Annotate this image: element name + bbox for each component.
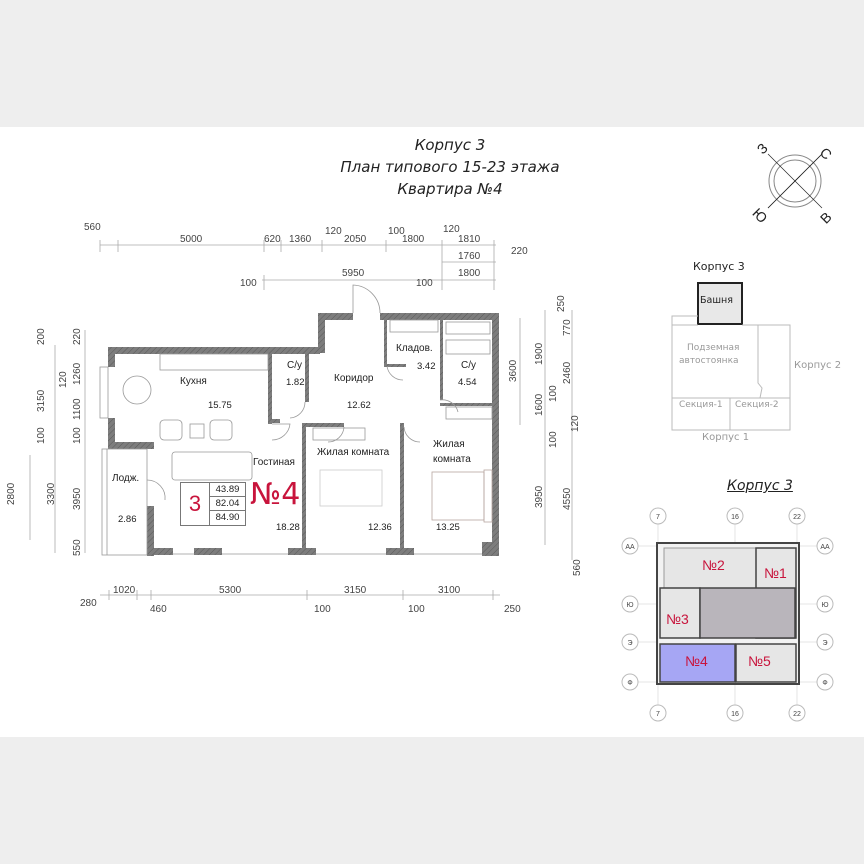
dim-top: 1800: [458, 268, 481, 279]
section2-label: Секция-2: [735, 400, 779, 410]
dim-top: 620: [264, 234, 281, 245]
room-corridor-label: Коридор: [334, 373, 374, 384]
room-bath-label: С/у: [461, 360, 476, 371]
dim-bottom: 280: [80, 598, 97, 609]
dim-bottom: 3150: [344, 585, 367, 596]
room-bedroom1-area: 12.36: [368, 522, 392, 533]
dim-top: 100: [240, 278, 257, 289]
svg-text:АА: АА: [820, 544, 830, 551]
dim-bottom: 460: [150, 604, 167, 615]
dim-top: 1810: [458, 234, 481, 245]
svg-text:7: 7: [656, 711, 660, 718]
room-living-label: Гостиная: [253, 457, 295, 468]
building2-label: Корпус 2: [794, 360, 842, 371]
svg-text:Ю: Ю: [821, 602, 828, 609]
parking-label-2: автостоянка: [679, 356, 739, 366]
title-apartment: Квартира №4: [397, 180, 503, 198]
svg-text:Э: Э: [822, 640, 827, 647]
room-loggia-area: 2.86: [118, 514, 137, 525]
building1-label: Корпус 1: [702, 432, 750, 443]
floor-key-title: Корпус 3: [727, 478, 793, 494]
apartment-number: №4: [250, 477, 301, 512]
svg-text:Ф: Ф: [627, 680, 632, 687]
parking-label-1: Подземная: [687, 343, 740, 353]
room-storage-area: 3.42: [417, 361, 436, 372]
title-plan: План типового 15-23 этажа: [340, 158, 560, 176]
room-loggia-label: Лодж.: [112, 473, 140, 484]
dim-top: 1760: [458, 251, 481, 262]
dim-bottom: 1020: [113, 585, 136, 596]
summary-box: 3 43.89 82.04 84.90: [180, 482, 246, 526]
svg-text:16: 16: [731, 711, 739, 718]
dim-top: 100: [416, 278, 433, 289]
dim-top: 220: [511, 246, 528, 257]
title-building: Корпус 3: [414, 136, 486, 154]
unit-3: №3: [666, 611, 689, 627]
room-bedroom1-label: Жилая комната: [317, 447, 390, 458]
dim-top: 2050: [344, 234, 367, 245]
room-corridor-area: 12.62: [347, 400, 371, 411]
dim-top: 5000: [180, 234, 203, 245]
dim-top: 100: [388, 226, 405, 237]
unit-2: №2: [702, 557, 725, 573]
compass-rose-icon: З С Ю В: [749, 138, 838, 227]
svg-text:Ю: Ю: [626, 602, 633, 609]
room-bedroom2-label: Жилая комната: [433, 439, 471, 465]
room-living-area: 18.28: [276, 522, 300, 533]
room-kitchen-area: 15.75: [208, 400, 232, 411]
floor-key-plan: №2 №1 №3 №4 №5 7 16 22 7 16 22 АА Ю Э Ф …: [621, 507, 834, 722]
dim-bottom: 3100: [438, 585, 461, 596]
section1-label: Секция-1: [679, 400, 723, 410]
room-bedroom2-area: 13.25: [436, 522, 460, 533]
svg-text:16: 16: [731, 514, 739, 521]
site-title: Корпус 3: [693, 260, 745, 273]
living-area: 43.89: [210, 483, 245, 497]
dim-top: 1800: [402, 234, 425, 245]
dim-bottom: 100: [314, 604, 331, 615]
tower-label: Башня: [700, 295, 733, 306]
svg-text:Ф: Ф: [822, 680, 827, 687]
dim-top: 120: [443, 224, 460, 235]
total-with-loggia: 84.90: [215, 512, 240, 523]
svg-text:22: 22: [793, 514, 801, 521]
dim-bottom: 5300: [219, 585, 242, 596]
dim-bottom: 100: [408, 604, 425, 615]
dim-top: 5950: [342, 268, 365, 279]
rooms-count: 3: [181, 483, 210, 525]
svg-text:7: 7: [656, 514, 660, 521]
total-area: 82.04: [210, 497, 245, 511]
svg-text:АА: АА: [625, 544, 635, 551]
room-storage-label: Кладов.: [396, 343, 433, 354]
svg-text:Э: Э: [627, 640, 632, 647]
svg-text:22: 22: [793, 711, 801, 718]
room-bath-area: 4.54: [458, 377, 477, 388]
dim-top: 560: [84, 222, 101, 233]
unit-4: №4: [685, 653, 708, 669]
room-wc1-label: С/у: [287, 360, 302, 371]
site-plan: [671, 282, 791, 431]
room-wc1-area: 1.82: [286, 377, 305, 388]
dim-bottom: 250: [504, 604, 521, 615]
unit-1: №1: [764, 565, 787, 581]
room-kitchen-label: Кухня: [180, 376, 207, 387]
unit-5: №5: [748, 653, 771, 669]
dim-top: 1360: [289, 234, 312, 245]
dim-top: 120: [325, 226, 342, 237]
